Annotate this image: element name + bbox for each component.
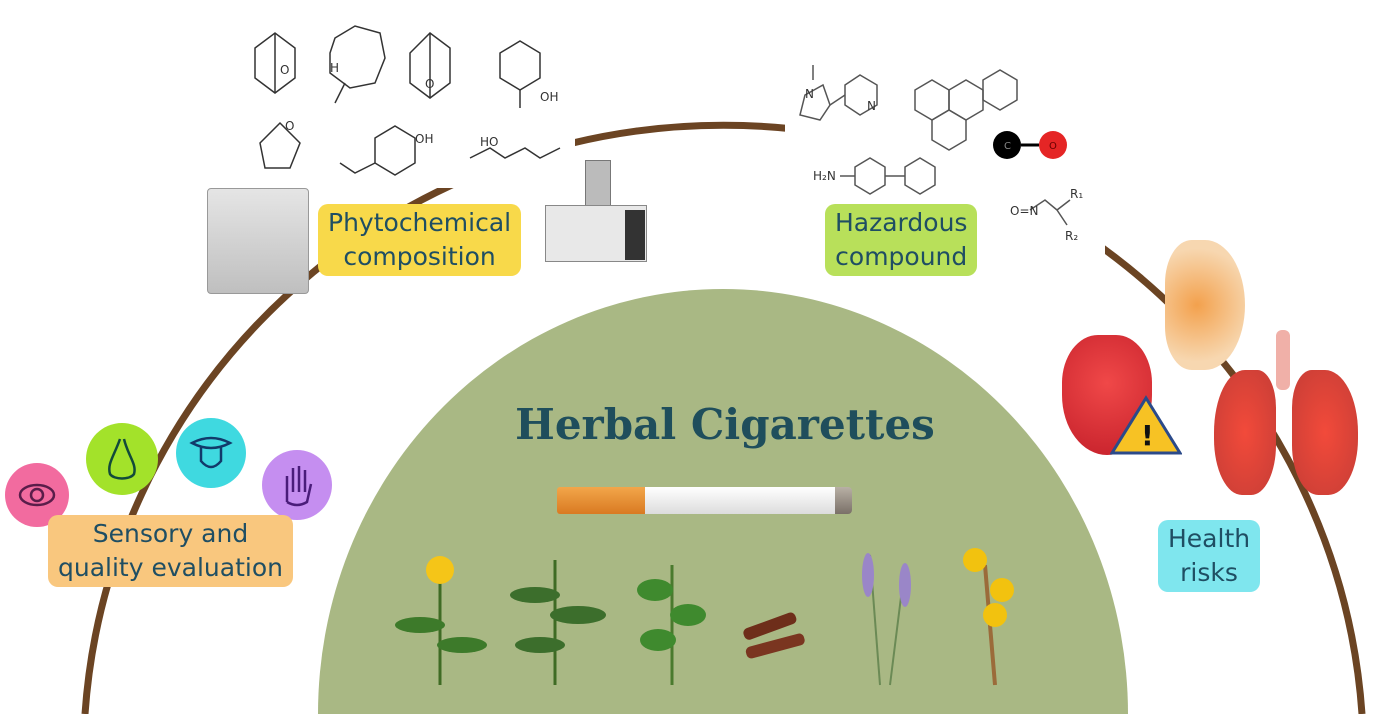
amine-label: H₂N bbox=[813, 169, 836, 183]
phytochemical-structures: O H O OH O OH HO bbox=[235, 8, 575, 188]
label-line: compound bbox=[835, 242, 968, 271]
nose-icon bbox=[86, 423, 158, 495]
hydroxyl-label: OH bbox=[540, 90, 558, 104]
svg-text:!: ! bbox=[1141, 419, 1154, 452]
mass-spectrometer-image bbox=[207, 188, 309, 294]
hydroxyl-label: OH bbox=[415, 132, 433, 146]
gas-chromatograph-image bbox=[545, 160, 653, 264]
label-line: composition bbox=[343, 242, 496, 271]
label-line: Sensory and bbox=[92, 519, 249, 548]
label-line: risks bbox=[1180, 558, 1238, 587]
cloves bbox=[743, 612, 805, 659]
breast-image bbox=[1165, 240, 1245, 370]
label-line: quality evaluation bbox=[58, 553, 283, 582]
nitrogen-label: N bbox=[867, 99, 876, 113]
plant-mugwort bbox=[510, 560, 606, 685]
lungs-image bbox=[1212, 330, 1360, 500]
label-line: Health bbox=[1168, 524, 1251, 553]
label-line: Phytochemical bbox=[328, 208, 512, 237]
tongue-icon bbox=[176, 418, 246, 488]
eye-icon bbox=[5, 463, 69, 527]
plant-lavender bbox=[862, 553, 911, 686]
nitroso-label: O=N bbox=[1010, 204, 1038, 218]
warning-icon: ! bbox=[1110, 395, 1182, 455]
r2-label: R₂ bbox=[1065, 229, 1078, 243]
plant-flower-yellow bbox=[395, 556, 487, 685]
cigarette-image bbox=[557, 487, 852, 514]
phytochemical-composition-label: Phytochemical composition bbox=[318, 204, 522, 276]
hand-icon bbox=[262, 450, 332, 520]
main-title: Herbal Cigarettes bbox=[515, 400, 935, 449]
nitrogen-label: N bbox=[805, 87, 814, 101]
hydrogen-label: H bbox=[330, 61, 339, 75]
herb-plants bbox=[395, 548, 1014, 686]
plant-mint bbox=[637, 565, 706, 685]
hazardous-compound-label: Hazardous compound bbox=[825, 204, 978, 276]
oxygen-label: O bbox=[425, 77, 434, 91]
oxygen-label: O bbox=[280, 63, 289, 77]
sensory-quality-label: Sensory and quality evaluation bbox=[48, 515, 293, 587]
oxygen-label: O bbox=[1049, 141, 1057, 152]
health-risks-label: Health risks bbox=[1158, 520, 1261, 592]
oxygen-label: O bbox=[285, 119, 294, 133]
carbon-label: C bbox=[1004, 141, 1011, 152]
label-line: Hazardous bbox=[835, 208, 968, 237]
r1-label: R₁ bbox=[1070, 187, 1083, 201]
hydroxyl-label: HO bbox=[480, 135, 498, 149]
plant-coltsfoot bbox=[963, 548, 1014, 686]
